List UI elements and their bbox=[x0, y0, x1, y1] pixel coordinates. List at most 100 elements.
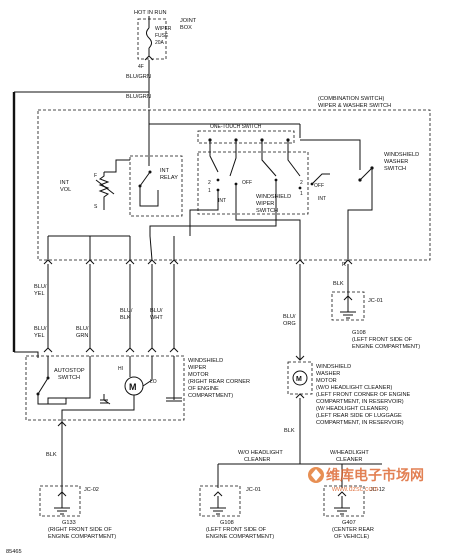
svg-text:INT: INT bbox=[218, 198, 226, 204]
svg-text:BLK: BLK bbox=[120, 315, 131, 321]
windshield-washer-switch: WINDSHIELD WASHER SWITCH bbox=[300, 139, 419, 236]
svg-text:G133: G133 bbox=[62, 520, 76, 526]
svg-text:2: 2 bbox=[300, 180, 303, 186]
pin-4f: 4F bbox=[138, 64, 144, 70]
windshield-wiper-switch: 2 1 OFF INT 2 1 OFF INT WINDSHIELD WIPER… bbox=[149, 140, 330, 236]
svg-text:SWITCH: SWITCH bbox=[58, 375, 80, 381]
svg-text:MOTOR: MOTOR bbox=[316, 378, 337, 384]
svg-text:HOT IN RUN: HOT IN RUN bbox=[134, 10, 167, 16]
windshield-wiper-motor: M HI LO WINDSHIELD WIPER MOTOR (RIGHT RE… bbox=[61, 356, 250, 430]
svg-text:BLU/: BLU/ bbox=[76, 326, 89, 332]
svg-text:WINDSHIELD: WINDSHIELD bbox=[256, 194, 291, 200]
svg-text:LO: LO bbox=[150, 379, 157, 385]
svg-text:CLEANER: CLEANER bbox=[244, 457, 270, 463]
svg-text:ENGINE COMPARTMENT): ENGINE COMPARTMENT) bbox=[352, 344, 420, 350]
motor-connectors bbox=[43, 347, 179, 353]
svg-text:BLU/: BLU/ bbox=[150, 308, 163, 314]
svg-text:(W/ HEADLIGHT CLEANER): (W/ HEADLIGHT CLEANER) bbox=[316, 406, 388, 412]
joint-box-outline bbox=[137, 18, 167, 60]
svg-text:CLEANER: CLEANER bbox=[336, 457, 362, 463]
wire-blu-org: BLU/ ORG bbox=[283, 314, 296, 327]
jc01-bottom: JC-01 bbox=[246, 487, 261, 493]
svg-text:SWITCH: SWITCH bbox=[384, 166, 406, 172]
svg-text:COMPARTMENT): COMPARTMENT) bbox=[188, 393, 233, 399]
svg-text:(RIGHT FRONT SIDE OF: (RIGHT FRONT SIDE OF bbox=[48, 527, 112, 533]
svg-text:BOX: BOX bbox=[180, 25, 192, 31]
ground-g133: G133 (RIGHT FRONT SIDE OF ENGINE COMPART… bbox=[48, 491, 116, 540]
jc02-box bbox=[39, 485, 81, 517]
svg-text:WIPER: WIPER bbox=[155, 26, 172, 32]
svg-text:(LEFT REAR SIDE OF LUGGAGE: (LEFT REAR SIDE OF LUGGAGE bbox=[316, 413, 402, 419]
svg-text:M: M bbox=[296, 376, 302, 383]
combination-switch-box bbox=[37, 109, 431, 261]
svg-text:WINDSHIELD: WINDSHIELD bbox=[384, 152, 419, 158]
wire-blu-yel-1: BLU/ YEL bbox=[34, 284, 47, 297]
svg-text:FUSE: FUSE bbox=[155, 33, 169, 39]
svg-text:COMPARTMENT, IN RESERVOIR): COMPARTMENT, IN RESERVOIR) bbox=[316, 399, 404, 405]
svg-text:WIPER: WIPER bbox=[188, 365, 206, 371]
jc12: JC-12 bbox=[370, 487, 385, 493]
wire-blk-top-right: BLK bbox=[333, 281, 344, 287]
svg-text:SWITCH: SWITCH bbox=[256, 208, 278, 214]
svg-text:M: M bbox=[129, 382, 137, 392]
hot-in-run-label: HOT IN RUN bbox=[134, 10, 167, 16]
svg-text:20A: 20A bbox=[155, 40, 165, 46]
svg-text:W/O HEADLIGHT: W/O HEADLIGHT bbox=[238, 450, 283, 456]
svg-text:ENGINE COMPARTMENT): ENGINE COMPARTMENT) bbox=[48, 534, 116, 540]
svg-text:G108: G108 bbox=[352, 330, 366, 336]
svg-text:YEL: YEL bbox=[34, 291, 45, 297]
svg-text:(COMBINATION SWITCH): (COMBINATION SWITCH) bbox=[318, 96, 385, 102]
one-touch-switch: ONE-TOUCH SWITCH bbox=[197, 124, 295, 144]
wire-blu-grn-1: BLU/GRN bbox=[126, 74, 151, 80]
svg-text:WINDSHIELD: WINDSHIELD bbox=[188, 358, 223, 364]
wire-blk-center: BLK bbox=[284, 428, 295, 434]
svg-text:BLU/: BLU/ bbox=[34, 284, 47, 290]
svg-text:INT: INT bbox=[160, 168, 170, 174]
svg-text:W/HEADLIGHT: W/HEADLIGHT bbox=[330, 450, 369, 456]
svg-text:www.dzsc.com: www.dzsc.com bbox=[331, 486, 378, 493]
combination-switch-label: (COMBINATION SWITCH) WIPER & WASHER SWIT… bbox=[318, 96, 391, 109]
svg-text:WINDSHIELD: WINDSHIELD bbox=[316, 364, 351, 370]
svg-text:YEL: YEL bbox=[34, 333, 45, 339]
svg-text:维库电子市场网: 维库电子市场网 bbox=[326, 467, 424, 483]
wo-headlight-cleaner: W/O HEADLIGHT CLEANER bbox=[238, 450, 283, 463]
svg-text:(RIGHT REAR CORNER: (RIGHT REAR CORNER bbox=[188, 379, 250, 385]
svg-text:BLU/: BLU/ bbox=[283, 314, 296, 320]
svg-text:ONE-TOUCH SWITCH: ONE-TOUCH SWITCH bbox=[210, 124, 262, 130]
jc01-bottom-box bbox=[199, 485, 241, 517]
svg-text:INT: INT bbox=[60, 180, 70, 186]
svg-text:WHT: WHT bbox=[150, 315, 163, 321]
joint-box-label: JOINT BOX bbox=[180, 18, 197, 31]
int-relay: INT RELAY bbox=[129, 148, 183, 217]
svg-text:VOL: VOL bbox=[60, 187, 71, 193]
w-headlight-cleaner: W/HEADLIGHT CLEANER bbox=[330, 450, 369, 463]
ground-g108-bottom: G108 (LEFT FRONT SIDE OF ENGINE COMPARTM… bbox=[206, 491, 274, 540]
combination-switch-connectors bbox=[43, 235, 353, 265]
svg-text:1: 1 bbox=[300, 191, 303, 197]
svg-text:(CENTER REAR: (CENTER REAR bbox=[332, 527, 374, 533]
svg-text:WASHER: WASHER bbox=[316, 371, 340, 377]
jc01-top: JC-01 bbox=[368, 298, 383, 304]
watermark-logo: 维库电子市场网 www.dzsc.com bbox=[308, 467, 424, 493]
svg-text:2: 2 bbox=[208, 180, 211, 186]
svg-text:INT: INT bbox=[318, 196, 326, 202]
svg-text:G108: G108 bbox=[220, 520, 234, 526]
svg-text:WIPER: WIPER bbox=[256, 201, 274, 207]
svg-text:BLU/: BLU/ bbox=[34, 326, 47, 332]
wire-blu-grn-2: BLU/GRN bbox=[126, 94, 151, 100]
int-vol-resistor: INT VOL F S bbox=[60, 159, 130, 210]
autostop-switch: AUTOSTOP SWITCH bbox=[36, 356, 91, 405]
svg-text:S: S bbox=[94, 204, 98, 210]
svg-text:F: F bbox=[94, 173, 97, 179]
wiper-motor-box bbox=[25, 355, 185, 421]
svg-text:WASHER: WASHER bbox=[384, 159, 408, 165]
ground-g407: G407 (CENTER REAR OF VEHICLE) bbox=[332, 491, 374, 540]
svg-text:BLU/: BLU/ bbox=[120, 308, 133, 314]
ground-g108-top: G108 (LEFT FRONT SIDE OF ENGINE COMPARTM… bbox=[340, 276, 420, 350]
svg-text:OFF: OFF bbox=[314, 183, 324, 189]
svg-text:HI: HI bbox=[118, 366, 123, 372]
svg-text:AUTOSTOP: AUTOSTOP bbox=[54, 368, 85, 374]
wire-blu-yel-2: BLU/ YEL bbox=[34, 326, 47, 339]
svg-text:GRN: GRN bbox=[76, 333, 88, 339]
